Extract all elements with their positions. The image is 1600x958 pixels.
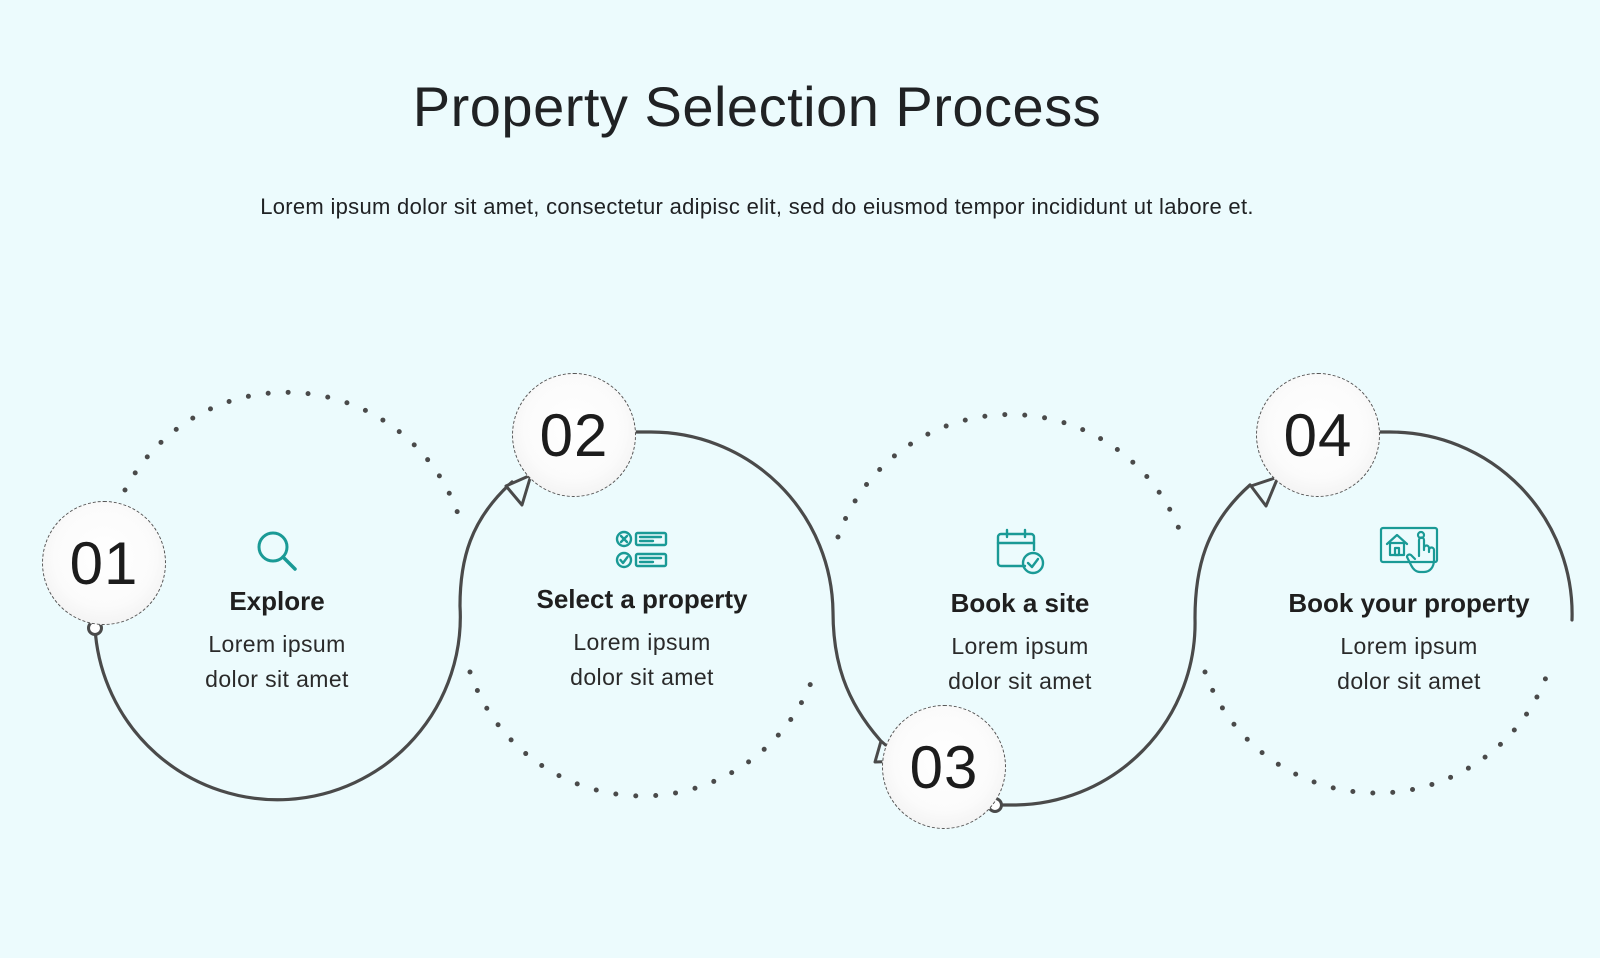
magnifier-icon: [257, 531, 297, 571]
step-description-line: dolor sit amet: [948, 668, 1092, 694]
step-description-line: Lorem ipsum: [1340, 633, 1478, 659]
step-description-line: dolor sit amet: [1337, 668, 1481, 694]
step-card-3: Book a site Lorem ipsum dolor sit amet: [870, 528, 1170, 699]
step-card-2: Select a property Lorem ipsum dolor sit …: [492, 528, 792, 695]
step-card-4: Book your property Lorem ipsum dolor sit…: [1259, 526, 1559, 699]
dotted-arc-1: [122, 389, 463, 523]
step-card-1: Explore Lorem ipsum dolor sit amet: [127, 528, 427, 697]
step-description-line: Lorem ipsum: [573, 629, 711, 655]
step-description-line: dolor sit amet: [205, 666, 349, 692]
step-description-line: Lorem ipsum: [951, 633, 1089, 659]
step-description-line: dolor sit amet: [570, 664, 714, 690]
step-number-badge-2: 02: [512, 373, 636, 497]
checklist-icon: [615, 530, 668, 569]
step-number: 01: [69, 529, 139, 597]
step-description-line: Lorem ipsum: [208, 631, 346, 657]
calendar-check-icon: [996, 528, 1045, 575]
step-number-badge-3: 03: [882, 705, 1006, 829]
step-number: 04: [1283, 401, 1353, 469]
dotted-arc-4: [1202, 669, 1551, 796]
step-number-badge-4: 04: [1256, 373, 1380, 497]
solid-arc-4: [1370, 430, 1574, 622]
arrow-head-1: [504, 473, 533, 507]
house-touch-icon: [1379, 526, 1439, 574]
solid-arc-1: [93, 480, 514, 802]
step-title: Select a property: [536, 584, 748, 614]
solid-arc-2: [625, 430, 882, 742]
page-subtitle: Lorem ipsum dolor sit amet, consectetur …: [260, 194, 1254, 219]
step-number: 03: [909, 733, 979, 801]
step-title: Book your property: [1288, 588, 1530, 618]
step-title: Explore: [229, 586, 325, 616]
step-title: Book a site: [950, 588, 1090, 618]
step-number-badge-1: 01: [42, 501, 166, 625]
dotted-arc-3: [835, 412, 1185, 540]
solid-arc-3: [993, 483, 1252, 807]
step-number: 02: [539, 401, 609, 469]
page-title: Property Selection Process: [412, 75, 1102, 138]
arrow-head-3: [1249, 475, 1280, 508]
